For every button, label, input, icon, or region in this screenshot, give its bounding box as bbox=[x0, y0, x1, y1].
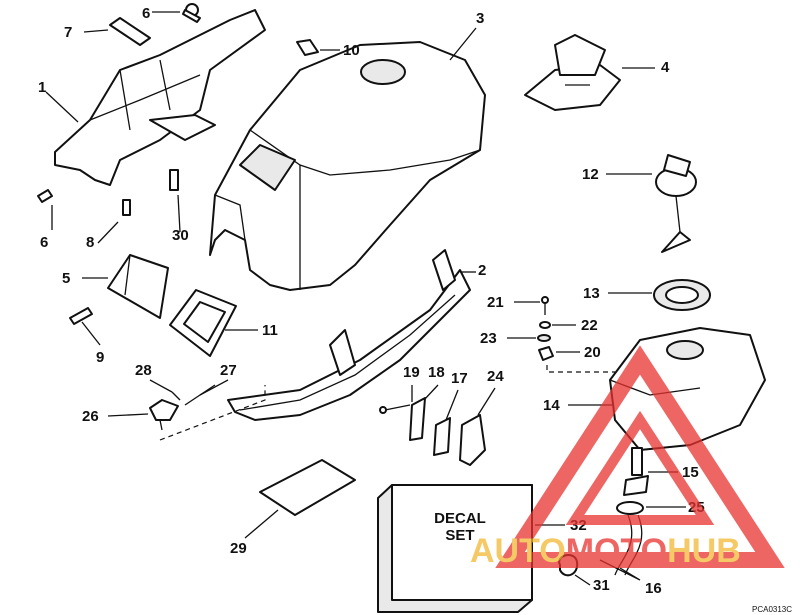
callout-2: 2 bbox=[478, 262, 486, 279]
part-19-screw bbox=[379, 404, 411, 414]
part-10-plug bbox=[296, 39, 319, 56]
callout-6-left: 6 bbox=[40, 234, 48, 251]
callout-26: 26 bbox=[82, 408, 99, 425]
callout-19: 19 bbox=[403, 364, 420, 381]
part-26-knob bbox=[149, 399, 179, 431]
part-6-screw-top bbox=[182, 3, 201, 23]
callout-3: 3 bbox=[476, 10, 484, 27]
callout-13: 13 bbox=[583, 285, 600, 302]
callout-12: 12 bbox=[582, 166, 599, 183]
callout-17: 17 bbox=[451, 370, 468, 387]
part-1-bracket bbox=[54, 9, 266, 186]
part-13-gasket bbox=[653, 279, 711, 311]
callout-9: 9 bbox=[96, 349, 104, 366]
callout-27: 27 bbox=[220, 362, 237, 379]
watermark-text: AUTOMOTOHUB bbox=[470, 532, 741, 570]
part-21-bolt bbox=[541, 296, 549, 315]
part-11-gasket-frame bbox=[169, 289, 237, 357]
part-29-pad bbox=[259, 459, 356, 516]
callout-8: 8 bbox=[86, 234, 94, 251]
callout-5: 5 bbox=[62, 270, 70, 287]
callout-15: 15 bbox=[682, 464, 699, 481]
decal-line-2: SET bbox=[445, 527, 474, 544]
callout-23: 23 bbox=[480, 330, 497, 347]
part-15-valve bbox=[623, 447, 649, 496]
part-8-screw bbox=[122, 199, 131, 216]
part-9-screw bbox=[69, 307, 93, 325]
callout-7: 7 bbox=[64, 24, 72, 41]
callout-18: 18 bbox=[428, 364, 445, 381]
part-25-clamp bbox=[616, 501, 644, 515]
drawing-code: PCA0313C bbox=[752, 605, 792, 614]
callout-11: 11 bbox=[262, 322, 278, 339]
watermark: AUTOMOTOHUB bbox=[470, 345, 785, 570]
part-23-washer bbox=[537, 334, 551, 342]
part-20-nut bbox=[538, 346, 554, 361]
part-28-pin bbox=[171, 391, 181, 401]
part-6-screw-left bbox=[37, 189, 53, 203]
callout-1: 1 bbox=[38, 79, 46, 96]
part-2-lower-rail bbox=[227, 249, 471, 421]
callout-21: 21 bbox=[487, 294, 504, 311]
callout-14: 14 bbox=[543, 397, 560, 414]
part-24-bracket bbox=[459, 414, 486, 466]
callout-31: 31 bbox=[593, 577, 610, 594]
watermark-triangle-icon bbox=[495, 345, 785, 568]
callout-29: 29 bbox=[230, 540, 247, 557]
callout-20: 20 bbox=[584, 344, 601, 361]
callout-24: 24 bbox=[487, 368, 504, 385]
part-12-fuel-cap bbox=[655, 154, 697, 253]
part-30-screw bbox=[169, 169, 179, 191]
part-7-clip bbox=[109, 17, 151, 46]
callout-28: 28 bbox=[135, 362, 152, 379]
part-4-latch bbox=[524, 34, 621, 111]
callout-16: 16 bbox=[645, 580, 662, 597]
callout-30: 30 bbox=[172, 227, 189, 244]
part-17-clip bbox=[433, 417, 451, 456]
part-5-bracket bbox=[107, 254, 169, 319]
callout-22: 22 bbox=[581, 317, 598, 334]
callout-4: 4 bbox=[661, 59, 670, 76]
part-14-fuel-tank bbox=[609, 327, 766, 451]
part-32-decal-set: DECAL SET bbox=[377, 484, 533, 613]
part-3-cowl bbox=[209, 41, 486, 291]
callout-6-top: 6 bbox=[142, 5, 150, 22]
part-18-clip bbox=[409, 397, 426, 441]
watermark-inner-triangle-icon bbox=[565, 410, 715, 525]
part-22-washer bbox=[539, 321, 551, 329]
decal-line-1: DECAL bbox=[434, 510, 486, 527]
callout-10: 10 bbox=[343, 42, 360, 59]
